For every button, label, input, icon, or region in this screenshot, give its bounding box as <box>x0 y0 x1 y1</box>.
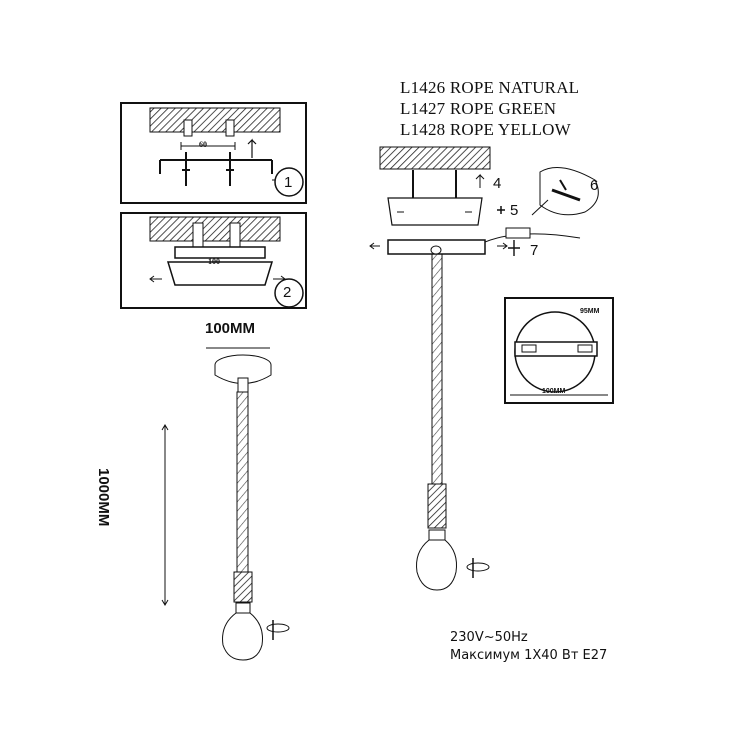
arrow-icon <box>247 138 257 158</box>
step2-width: 100 <box>208 257 220 266</box>
bulb-icon <box>222 602 263 661</box>
rope-cord <box>431 253 443 485</box>
model-line-1: L1426 ROPE NATURAL <box>400 78 580 97</box>
step-2-number: 2 <box>283 284 292 301</box>
canopy-width-label: 100MM <box>205 320 256 337</box>
voltage-spec: 230V~50Hz <box>450 630 528 645</box>
step-1-number: 1 <box>284 174 293 191</box>
hatched-ceiling-icon <box>379 146 491 170</box>
hatched-ceiling-icon <box>149 216 281 242</box>
left-pendant <box>161 347 290 661</box>
cord-length-label: 1000MM <box>95 468 112 527</box>
arrow-icon <box>369 242 380 250</box>
wall-plug-icon <box>531 167 599 216</box>
rope-cord <box>236 391 249 573</box>
rotate-icon <box>266 620 290 640</box>
right-assembly <box>369 146 599 591</box>
model-line-2: L1427 ROPE GREEN <box>400 99 557 118</box>
plate-width: 100MM <box>542 388 566 395</box>
step-2-panel <box>120 212 307 309</box>
plus-screw-icon <box>497 206 505 214</box>
screw-icon <box>182 152 234 186</box>
arrow-icon <box>149 275 162 283</box>
arrow-icon <box>497 242 508 250</box>
rotate-icon <box>466 558 490 578</box>
step-1-panel <box>120 102 307 204</box>
hatched-ceiling-icon <box>149 107 281 133</box>
bulb-icon <box>416 529 457 591</box>
arrow-icon <box>475 173 485 188</box>
step-6-number: 6 <box>590 177 599 194</box>
step1-spacing: 60 <box>199 140 207 149</box>
step-5-number: 5 <box>510 202 519 219</box>
model-line-3: L1428 ROPE YELLOW <box>400 120 571 139</box>
max-power-spec: Максимум 1X40 Вт E27 <box>450 648 608 663</box>
step-4-number: 4 <box>493 175 502 192</box>
plate-diameter: 95MM <box>580 308 600 315</box>
plate-detail <box>504 297 614 404</box>
step-7-number: 7 <box>530 242 539 259</box>
